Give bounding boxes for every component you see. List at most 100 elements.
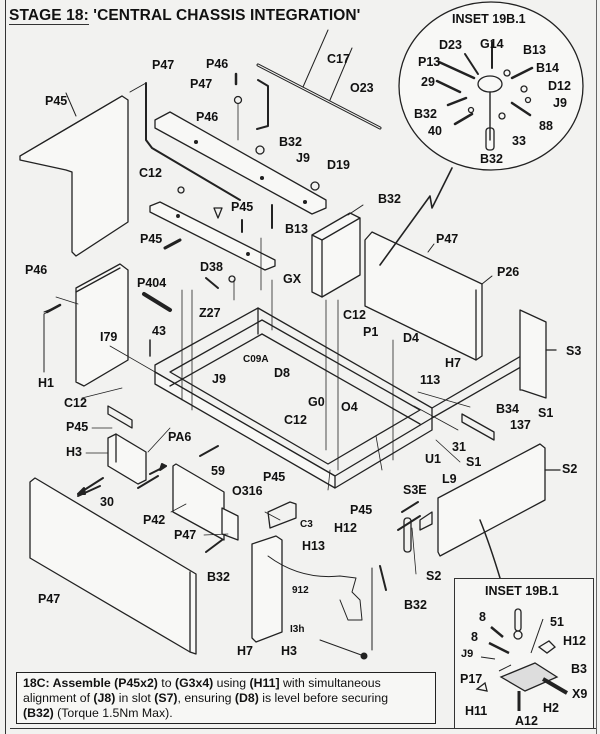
- part-label: PA6: [168, 430, 192, 444]
- part-label: 113: [420, 373, 441, 387]
- inset-bottom-label: 51: [550, 615, 564, 629]
- part-label: P46: [196, 110, 219, 124]
- bracket-h3: [77, 405, 159, 497]
- part-label: H12: [334, 521, 357, 535]
- part-ref: (D8): [234, 691, 259, 705]
- box-b32: [311, 204, 364, 298]
- bracket-b34: [461, 413, 495, 441]
- guide-lines: [181, 279, 394, 471]
- part-label: H7: [445, 356, 461, 370]
- page-left-border: [5, 0, 6, 734]
- note-text: using: [213, 676, 250, 690]
- part-label: B32: [279, 135, 302, 149]
- part-label: H3: [281, 644, 297, 658]
- part-label: O23: [350, 81, 374, 95]
- part-label: U1: [425, 452, 441, 466]
- part-label: C12: [139, 166, 162, 180]
- part-label: P45: [231, 200, 254, 214]
- part-label: C12: [343, 308, 366, 322]
- inset-top-label: 29: [421, 75, 435, 89]
- part-label: P47: [436, 232, 459, 246]
- part-label: S3: [566, 344, 582, 358]
- fasteners-top: [177, 72, 320, 291]
- part-label: S2: [426, 569, 442, 583]
- inset-top-circle: [398, 1, 584, 171]
- part-label: P26: [497, 265, 520, 279]
- note-line-2: alignment of (J8) in slot (S7), ensuring…: [23, 691, 429, 706]
- part-label: P45: [263, 470, 286, 484]
- inset-bottom-label: A12: [515, 714, 538, 728]
- inset-top-label: B32: [480, 152, 503, 166]
- wire-harness: [267, 555, 387, 660]
- part-label: P47: [190, 77, 213, 91]
- bar-j9: [149, 201, 276, 271]
- part-label: H7: [237, 644, 253, 658]
- part-label: S2: [562, 462, 578, 476]
- part-label: J9: [212, 372, 226, 386]
- inset-top-label: 33: [512, 134, 526, 148]
- inset-bottom-label: P17: [460, 672, 483, 686]
- note-text: , ensuring: [177, 691, 235, 705]
- panel-p46-left: [43, 263, 129, 387]
- part-label: O316: [232, 484, 263, 498]
- part-label: O4: [341, 400, 358, 414]
- inset-bottom-label: 8: [471, 630, 478, 644]
- part-label: P45: [140, 232, 163, 246]
- part-label: C09A: [243, 354, 269, 365]
- page-bottom-border: [10, 728, 596, 729]
- part-ref: (P45x2): [114, 676, 158, 690]
- inset-top-label: B14: [536, 61, 559, 75]
- part-label: S3E: [403, 483, 427, 497]
- panel-p47-bottom: [29, 477, 197, 655]
- part-label: C12: [64, 396, 87, 410]
- part-label: P46: [25, 263, 48, 277]
- part-label: C17: [327, 52, 350, 66]
- inset-top-label: D23: [439, 38, 462, 52]
- part-ref: (S7): [154, 691, 178, 705]
- u-bracket: [256, 79, 269, 130]
- inset-top-label: D12: [548, 79, 571, 93]
- part-label: Z27: [199, 306, 221, 320]
- inset-top-label: 88: [539, 119, 553, 133]
- part-label: P45: [66, 420, 89, 434]
- small-parts-left: [142, 238, 236, 357]
- part-label: P1: [363, 325, 379, 339]
- part-ref: (H11]: [249, 676, 280, 690]
- inset-top-title: INSET 19B.1: [452, 12, 526, 26]
- part-label: D4: [403, 331, 419, 345]
- bracket-h13: [267, 501, 297, 529]
- inset-top-label: B32: [414, 107, 437, 121]
- bar-p46: [154, 111, 327, 215]
- inset-bottom-label: H11: [465, 704, 488, 718]
- part-label: H3: [66, 445, 82, 459]
- rod-p47: [129, 82, 241, 201]
- part-label: H1: [38, 376, 54, 390]
- part-label: B34: [496, 402, 519, 416]
- part-label: 59: [211, 464, 225, 478]
- inset-bottom-label: B3: [571, 662, 587, 676]
- slot-part: [397, 511, 433, 553]
- note-text: alignment of: [23, 691, 94, 705]
- callout-leader-top-inset: [379, 167, 453, 266]
- inset-top-label: G14: [480, 37, 504, 51]
- inset-top-label: P13: [418, 55, 441, 69]
- plate-h7: [251, 535, 283, 643]
- part-label: 31: [452, 440, 466, 454]
- note-line-3: (B32) (Torque 1.5Nm Max).: [23, 706, 429, 721]
- part-label: L9: [442, 472, 457, 486]
- part-label: D19: [327, 158, 350, 172]
- note-line-1: 18C: Assemble (P45x2) to (G3x4) using (H…: [23, 676, 429, 691]
- part-label: GX: [283, 272, 302, 286]
- page-title: STAGE 18: 'CENTRAL CHASSIS INTEGRATION': [9, 7, 360, 25]
- part-label: H13: [302, 539, 325, 553]
- part-label: P47: [174, 528, 197, 542]
- stage-name: 'CENTRAL CHASSIS INTEGRATION': [93, 7, 361, 24]
- part-label: G0: [308, 395, 325, 409]
- part-ref: (G3x4): [174, 676, 214, 690]
- callout-leader-bottom-inset: [479, 519, 501, 579]
- part-label: J9: [296, 151, 310, 165]
- inset-bottom-drawing: [475, 608, 569, 711]
- part-label: B32: [378, 192, 401, 206]
